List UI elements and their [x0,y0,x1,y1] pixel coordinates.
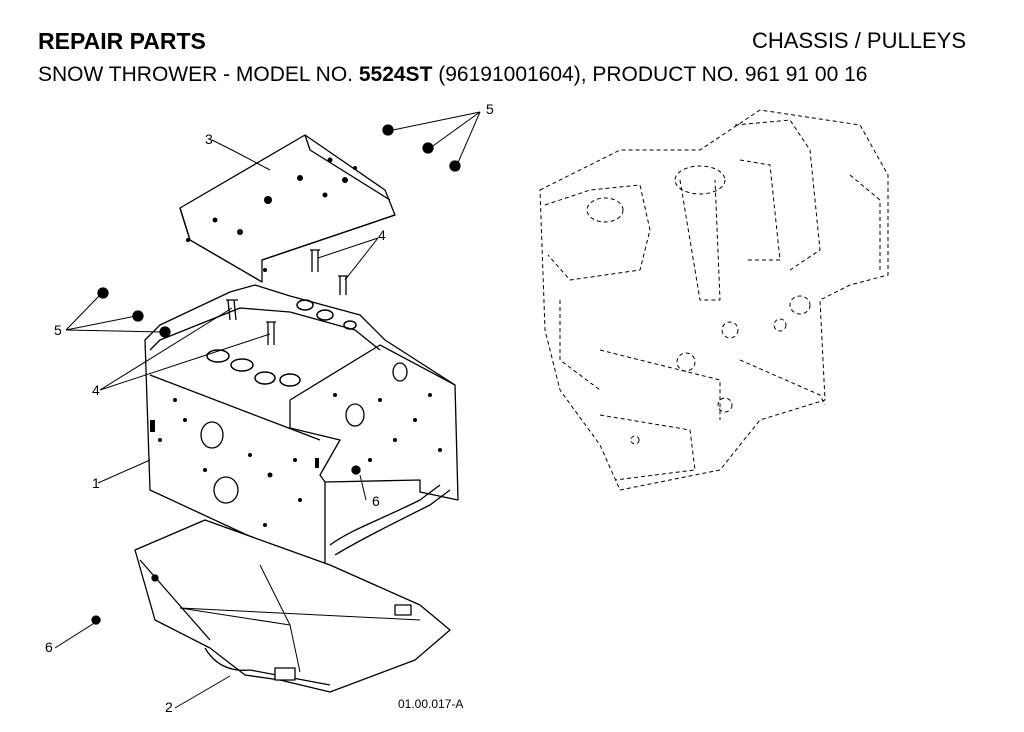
subtitle: SNOW THROWER - MODEL NO. 5524ST (9619100… [38,62,867,88]
section-title: CHASSIS / PULLEYS [752,28,966,53]
callout-3: 3 [205,131,213,147]
diagram-code: 01.00.017-A [398,697,463,711]
part-1-chassis [144,284,459,576]
callout-4-left: 4 [92,382,100,398]
part-3-top-cover [179,134,396,283]
callout-1: 1 [92,475,100,491]
part-2-bottom-plate [134,519,451,693]
leader-lines [54,111,481,709]
callout-5-left: 5 [54,322,62,338]
page-title: REPAIR PARTS [38,28,206,54]
part-6-screws [91,465,361,625]
engine-outline [539,109,889,491]
callout-6-right: 6 [372,493,380,509]
part-4-bolts [226,249,348,345]
callout-4-top: 4 [378,227,386,243]
subtitle-prefix: SNOW THROWER - MODEL NO. [38,63,353,86]
callout-5-top: 5 [486,101,494,117]
callout-2: 2 [165,699,173,715]
subtitle-suffix: (96191001604), PRODUCT NO. 961 91 00 16 [438,63,868,86]
model-number: 5524ST [358,63,433,86]
callout-6-left: 6 [45,639,53,655]
